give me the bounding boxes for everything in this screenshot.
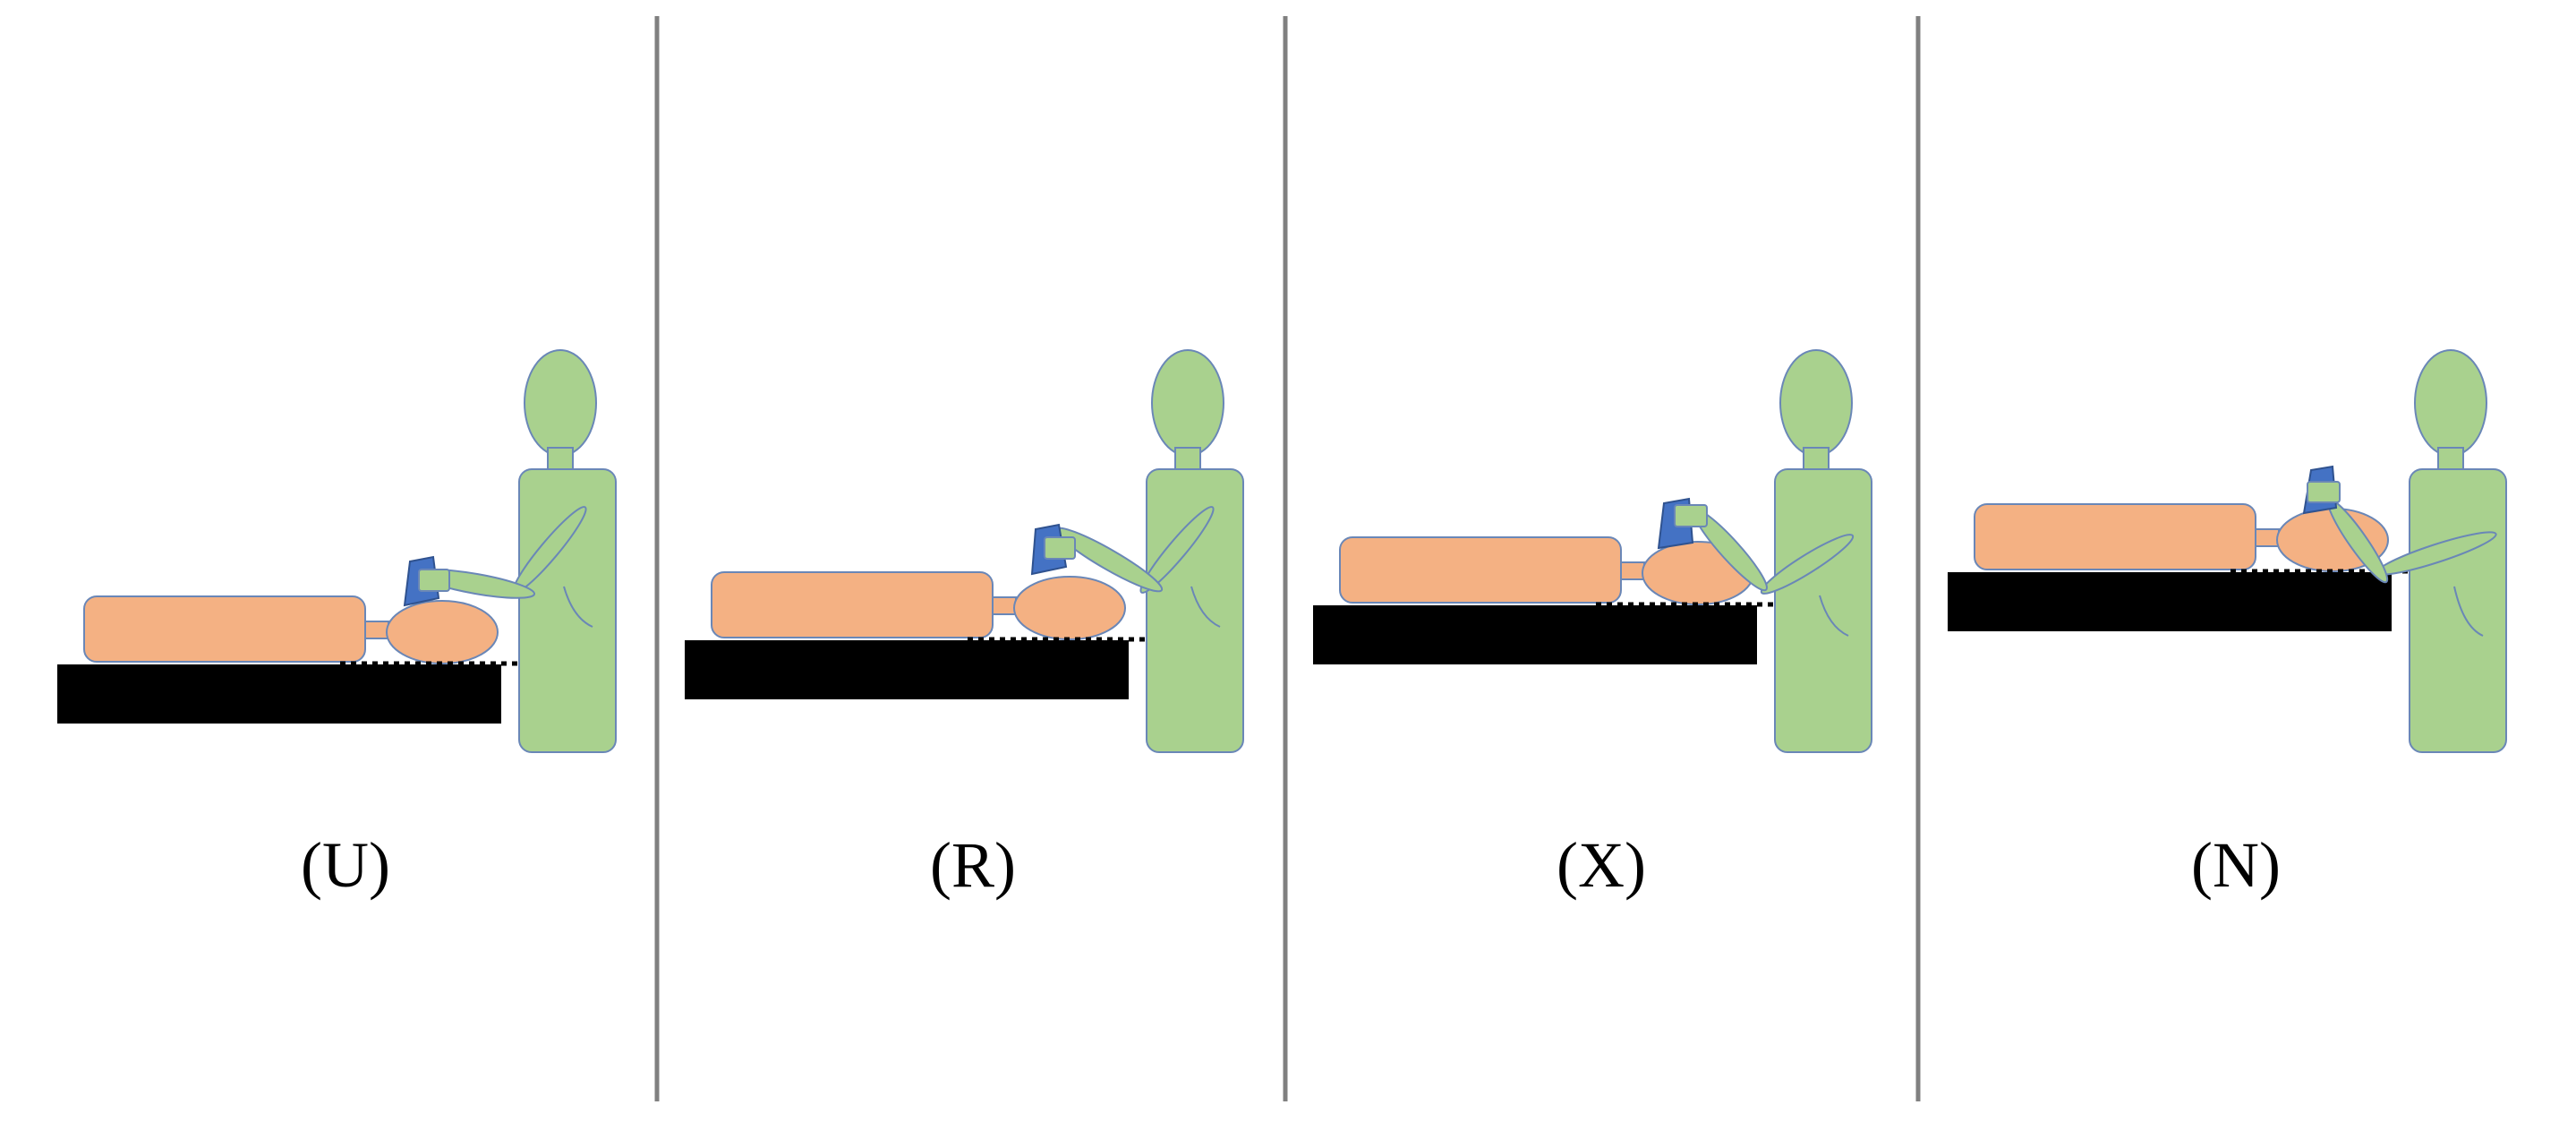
patient-body [1339,536,1622,604]
operator-neck [547,447,574,470]
patient-body [711,571,994,638]
operator-upper-arm [1760,534,1855,595]
operator-head [2414,349,2487,457]
operator-curve [1190,586,1221,628]
operator-curve [563,586,593,628]
panel-r: (R) [685,349,1247,901]
operator-curve [2453,586,2484,637]
patient-head [386,600,499,664]
operator-hand [418,569,450,592]
exam-table [1313,605,1757,664]
patient-neck [2255,528,2280,547]
exam-table [685,640,1129,699]
panel-x: (X) [1313,349,1875,901]
operator-hand [1044,536,1076,560]
operator-head [1151,349,1224,457]
patient-neck [364,621,389,639]
operator-body [518,468,617,753]
operator-head [1779,349,1853,457]
operator-body [1146,468,1244,753]
patient-head [1013,576,1126,640]
panel-u: (U) [57,349,619,901]
panel-label: (X) [1557,829,1646,901]
operator-neck [2437,447,2464,470]
patient-body [1974,503,2256,570]
operator-upper-arm [1139,506,1215,594]
operator-hand [2307,481,2341,503]
panel-label: (N) [2191,829,2281,901]
operator-body [2409,468,2507,753]
operator-neck [1803,447,1830,470]
patient-neck [1620,561,1645,580]
operator-curve [1819,595,1849,637]
operator-body [1774,468,1872,753]
operator-hand [1674,504,1708,527]
exam-table [57,664,501,724]
exam-table [1948,572,2392,631]
panel-label: (U) [301,829,390,901]
operator-head [524,349,597,457]
panel-label: (R) [930,829,1016,901]
patient-neck [992,596,1017,615]
panel-n: (N) [1948,349,2510,901]
operator-neck [1174,447,1201,470]
patient-body [83,595,366,663]
